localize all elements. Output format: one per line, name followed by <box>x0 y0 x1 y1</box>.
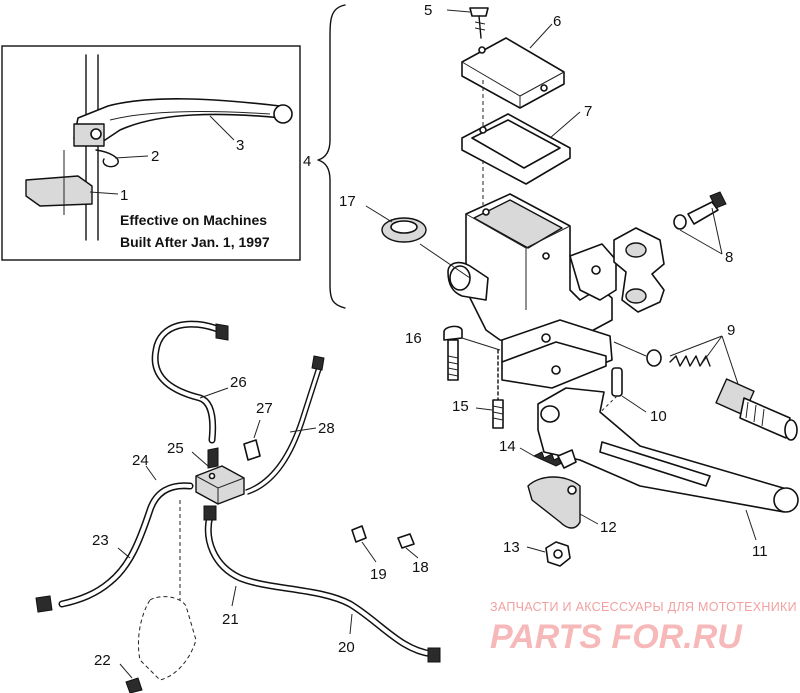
callout-27: 27 <box>256 400 273 417</box>
callout-8: 8 <box>725 249 733 266</box>
callout-25: 25 <box>167 440 184 457</box>
callout-6: 6 <box>553 13 561 30</box>
clip-18 <box>397 533 415 549</box>
inset-spring <box>95 149 119 168</box>
inset-box: 1 2 3 Effective on Machines Built After … <box>1 45 301 261</box>
inset-bracket <box>25 175 93 207</box>
clip-19 <box>351 525 367 543</box>
bleeder-fitting <box>243 439 261 461</box>
callout-15: 15 <box>452 398 469 415</box>
callout-16: 16 <box>405 330 422 347</box>
callout-18: 18 <box>412 559 429 576</box>
brake-line-28 <box>245 363 319 491</box>
pivot-bolt <box>443 325 463 341</box>
brake-hose-20 <box>204 512 436 658</box>
lever-pin <box>611 367 623 397</box>
callout-13: 13 <box>503 539 520 556</box>
callout-21: 21 <box>222 611 239 628</box>
callout-7: 7 <box>584 103 592 120</box>
callout-1: 1 <box>120 187 128 204</box>
inset-note-line2: Built After Jan. 1, 1997 <box>120 234 270 250</box>
callout-24: 24 <box>132 452 149 469</box>
callout-22: 22 <box>94 652 111 669</box>
watermark-logo: PARTS FOR.RU <box>490 618 743 656</box>
inset-note-line1: Effective on Machines <box>120 212 267 228</box>
assembly-brace <box>317 4 346 309</box>
callout-23: 23 <box>92 532 109 549</box>
reservoir-cover <box>461 37 565 109</box>
callout-17: 17 <box>339 193 356 210</box>
callout-19: 19 <box>370 566 387 583</box>
cover-screw <box>469 7 489 17</box>
callout-26: 26 <box>230 374 247 391</box>
callout-14: 14 <box>499 438 516 455</box>
callout-9: 9 <box>727 322 735 339</box>
clamp-bolt-head <box>709 191 727 209</box>
callout-5: 5 <box>424 2 432 19</box>
brake-hose-23 <box>58 482 194 608</box>
callout-3: 3 <box>236 137 244 154</box>
master-cylinder-assembly: 5 6 7 <box>424 2 617 389</box>
caliper-bolt <box>125 677 143 693</box>
watermark-tagline: ЗАПЧАСТИ И АКСЕССУАРЫ ДЛЯ МОТОТЕХНИКИ <box>490 600 797 614</box>
junction-block <box>195 465 245 505</box>
callout-10: 10 <box>650 408 667 425</box>
piston-kit <box>613 341 798 441</box>
callout-4: 4 <box>303 153 311 170</box>
callout-11: 11 <box>752 543 768 560</box>
callout-2: 2 <box>151 148 159 165</box>
callout-12: 12 <box>600 519 617 536</box>
clamp-washer <box>673 214 687 230</box>
caliper-outline <box>137 596 197 681</box>
return-spring <box>532 451 565 467</box>
callout-28: 28 <box>318 420 335 437</box>
callout-20: 20 <box>338 639 355 656</box>
lever-cam <box>527 476 581 529</box>
